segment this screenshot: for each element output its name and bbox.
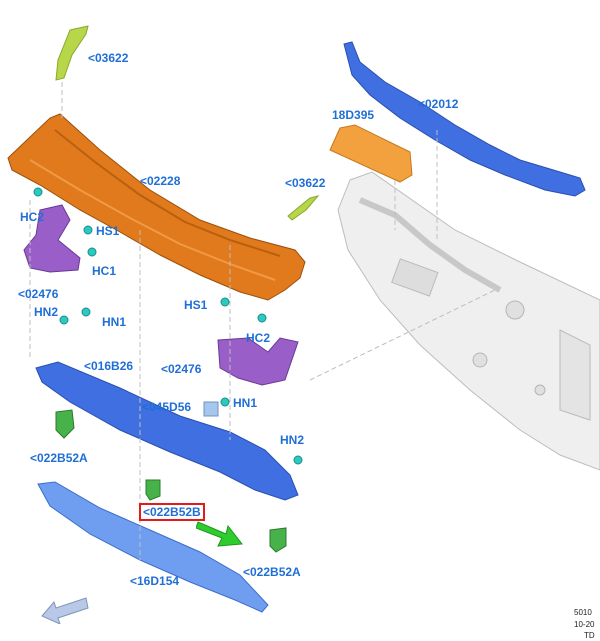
label-hn2-left[interactable]: HN2 <box>34 305 59 319</box>
mount-045D56 <box>203 401 219 417</box>
cowl-lower-016B26 <box>35 361 299 501</box>
bracket-02476-left <box>23 204 81 273</box>
label-03622-top[interactable]: <03622 <box>88 51 129 65</box>
label-hn1-left[interactable]: HN1 <box>102 315 127 329</box>
label-02476-mid[interactable]: <02476 <box>161 362 202 376</box>
label-hc2-left[interactable]: HC2 <box>20 210 45 224</box>
clip-022B52A-right <box>269 527 287 553</box>
strip-16D154 <box>37 481 269 613</box>
clip-022B52B <box>145 479 161 501</box>
corner-code-1: 5010 <box>574 608 592 617</box>
fasteners <box>33 187 303 465</box>
label-hn2-right[interactable]: HN2 <box>280 433 305 447</box>
corner-code-3: TD <box>584 631 595 640</box>
forward-arrow-icon <box>41 597 89 624</box>
label-02476-left[interactable]: <02476 <box>18 287 59 301</box>
label-hc1-left[interactable]: HC1 <box>92 264 117 278</box>
label-hs1-mid[interactable]: HS1 <box>184 298 208 312</box>
label-022B52A-left[interactable]: <022B52A <box>30 451 88 465</box>
label-02228[interactable]: <02228 <box>140 174 181 188</box>
bracket-02476-mid <box>217 337 299 386</box>
label-03622-mid[interactable]: <03622 <box>285 176 326 190</box>
corner-code-2: 10-20 <box>574 620 595 629</box>
label-hs1-left[interactable]: HS1 <box>96 224 120 238</box>
label-18D395[interactable]: 18D395 <box>332 108 375 122</box>
label-16D154[interactable]: <16D154 <box>130 574 180 588</box>
dash-panel <box>337 171 600 471</box>
label-02012[interactable]: <02012 <box>418 97 459 111</box>
label-hn1-mid[interactable]: HN1 <box>233 396 258 410</box>
cowl-panel-02228 <box>7 113 306 301</box>
label-045D56[interactable]: <045D56 <box>142 400 192 414</box>
green-arrow-icon <box>196 521 243 547</box>
bracket-03622-mid <box>287 195 320 221</box>
bracket-03622-top <box>55 25 89 81</box>
label-022B52B-highlighted[interactable]: <022B52B <box>139 503 205 521</box>
reinforcement-bar-02012 <box>343 41 586 197</box>
label-022B52A-right[interactable]: <022B52A <box>243 565 301 579</box>
label-hc2-mid[interactable]: HC2 <box>246 331 271 345</box>
label-016B26[interactable]: <016B26 <box>84 359 134 373</box>
clip-022B52A-left <box>55 409 75 439</box>
duct-18D395 <box>329 124 413 183</box>
